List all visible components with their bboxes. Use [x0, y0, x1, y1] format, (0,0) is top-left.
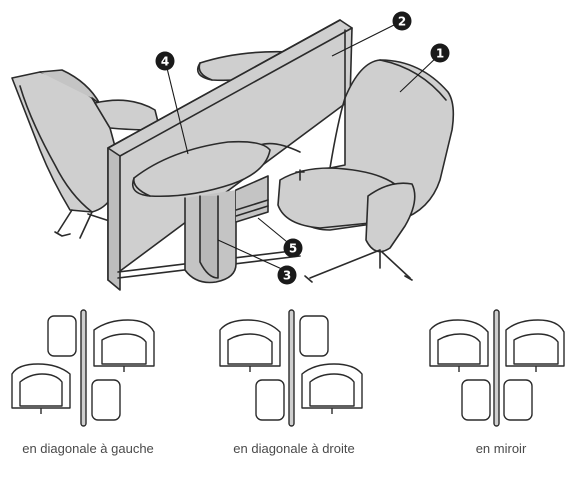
right-armchair: [259, 59, 455, 283]
plan-table: [91, 379, 121, 421]
plan-chair: [301, 363, 363, 414]
plan-chair: [219, 319, 281, 372]
callout-2: 2: [392, 11, 412, 31]
plan-table: [461, 379, 491, 421]
svg-text:4: 4: [161, 55, 169, 69]
plan-screen: [80, 309, 87, 427]
caption-diagonal-right: en diagonale à droite: [233, 441, 355, 456]
plan-table: [47, 315, 77, 357]
plan-table: [255, 379, 285, 421]
plan-chair: [505, 319, 565, 372]
callout-3: 3: [277, 265, 297, 285]
plan-table: [299, 315, 329, 357]
callout-4: 4: [155, 51, 175, 71]
svg-text:5: 5: [289, 242, 297, 256]
plan-mirror: [429, 309, 565, 427]
caption-diagonal-left: en diagonale à gauche: [22, 441, 154, 456]
plan-diagonal-right: [219, 309, 363, 427]
plan-screen: [288, 309, 295, 427]
plan-chair: [429, 319, 489, 372]
plan-chair: [11, 363, 71, 414]
svg-text:3: 3: [283, 269, 291, 283]
callout-1: 1: [430, 43, 450, 63]
plan-diagonal-left: [11, 309, 155, 427]
side-table: [131, 140, 271, 284]
plan-screen: [493, 309, 500, 427]
callout-5: 5: [283, 238, 303, 258]
caption-mirror: en miroir: [475, 441, 527, 456]
plan-chair: [93, 319, 155, 372]
svg-text:1: 1: [436, 47, 444, 61]
furniture-illustration: 1 2 4 5 3: [11, 11, 455, 291]
plan-table: [503, 379, 533, 421]
svg-text:2: 2: [398, 15, 406, 29]
